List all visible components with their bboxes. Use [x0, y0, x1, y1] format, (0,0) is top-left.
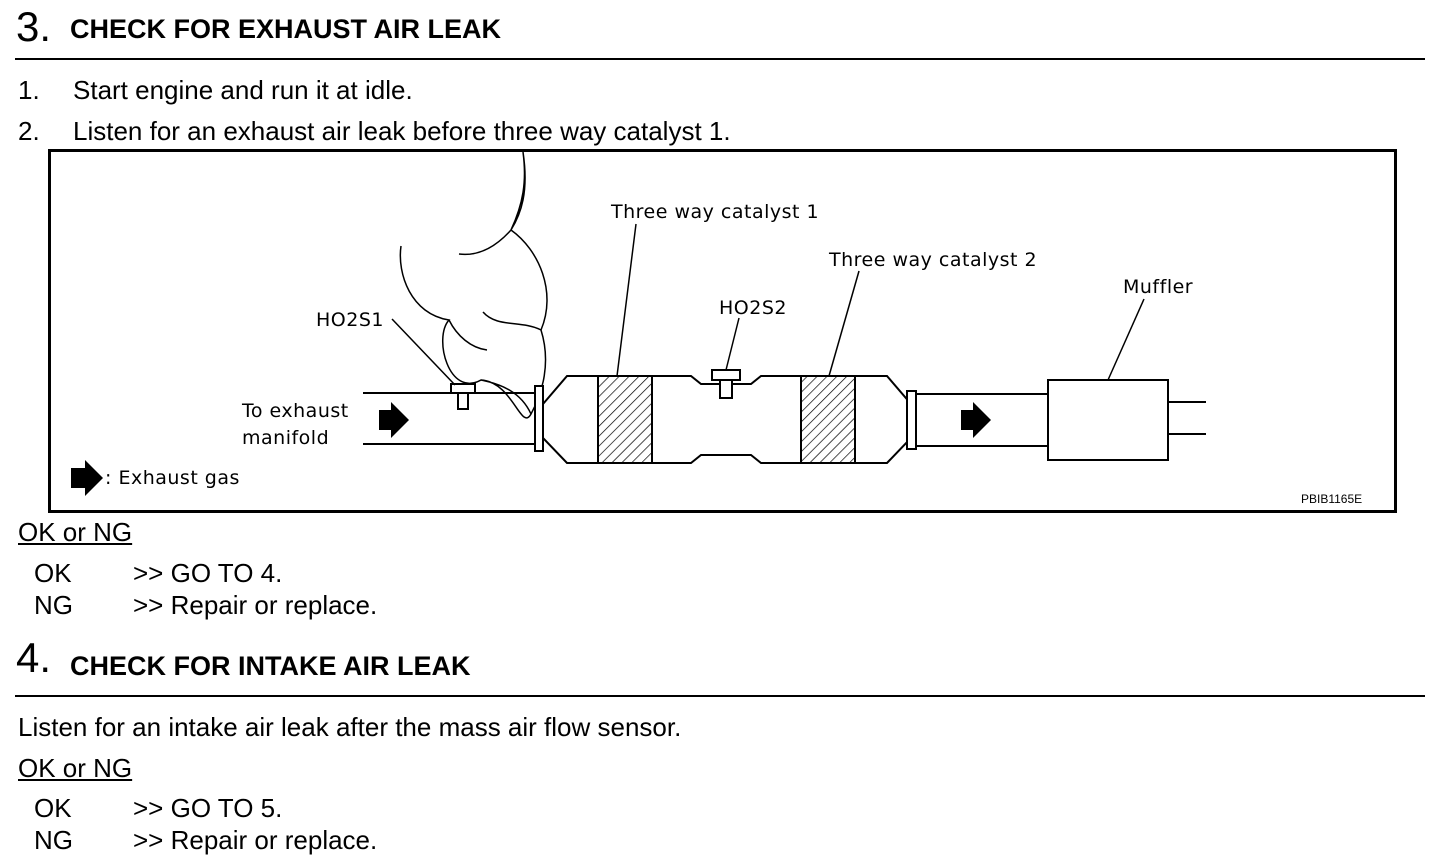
step-3-ng-key: NG [34, 590, 73, 620]
smoke-icon [399, 152, 548, 419]
step-3-divider [15, 58, 1425, 60]
ho2s2-label: HO2S2 [719, 297, 787, 319]
outlet-pipe [916, 393, 1048, 447]
tail-pipe [1168, 401, 1206, 435]
step-4-number: 4. [16, 634, 52, 681]
instruction-1-number: 1. [18, 75, 40, 105]
muffler-label: Muffler [1123, 276, 1193, 298]
instruction-2-text: Listen for an exhaust air leak before th… [73, 116, 731, 146]
step-3-ok-key: OK [34, 558, 72, 588]
to-exhaust-label: To exhaust [241, 400, 349, 422]
three-way-catalyst-1-element [597, 375, 653, 464]
three-way-catalyst-1-label: Three way catalyst 1 [610, 201, 819, 223]
exhaust-system-diagram: Three way catalyst 1 Three way catalyst … [48, 149, 1397, 513]
step-3-ok-action: >> GO TO 4. [133, 558, 283, 588]
ho2s2-sensor [711, 369, 741, 399]
three-way-catalyst-2-label: Three way catalyst 2 [828, 249, 1037, 271]
manifold-label: manifold [242, 427, 329, 449]
muffler-body [1047, 379, 1169, 461]
step-4-instruction: Listen for an intake air leak after the … [18, 712, 682, 742]
step-3-number: 3. [16, 3, 52, 50]
three-way-catalyst-2-element [800, 375, 856, 464]
step-4-result-heading: OK or NG [18, 753, 133, 783]
ho2s1-label: HO2S1 [316, 309, 384, 331]
step-4-divider [15, 695, 1425, 697]
step-4-ng-action: >> Repair or replace. [133, 825, 378, 855]
step-3-title: CHECK FOR EXHAUST AIR LEAK [70, 14, 502, 44]
leader-lines [391, 223, 1145, 386]
figure-code: PBIB1165E [1301, 492, 1362, 506]
inlet-flange [534, 385, 544, 452]
step-4-ok-key: OK [34, 793, 72, 823]
ho2s1-sensor [450, 383, 476, 410]
exhaust-system-drawing: Three way catalyst 1 Three way catalyst … [71, 152, 1362, 506]
step-4-title: CHECK FOR INTAKE AIR LEAK [70, 651, 471, 681]
exhaust-gas-arrow-icon [379, 402, 409, 438]
step-3-ng-action: >> Repair or replace. [133, 590, 378, 620]
legend-arrow-icon [71, 460, 103, 496]
instruction-1-text: Start engine and run it at idle. [73, 75, 413, 105]
instruction-2-number: 2. [18, 116, 40, 146]
step-4-ok-action: >> GO TO 5. [133, 793, 283, 823]
outlet-flange [906, 390, 917, 450]
inlet-pipe [363, 392, 535, 445]
step-3-result-heading: OK or NG [18, 517, 133, 547]
legend-label: : Exhaust gas [105, 467, 240, 489]
exhaust-gas-arrow-icon [961, 402, 991, 438]
step-4-ng-key: NG [34, 825, 73, 855]
